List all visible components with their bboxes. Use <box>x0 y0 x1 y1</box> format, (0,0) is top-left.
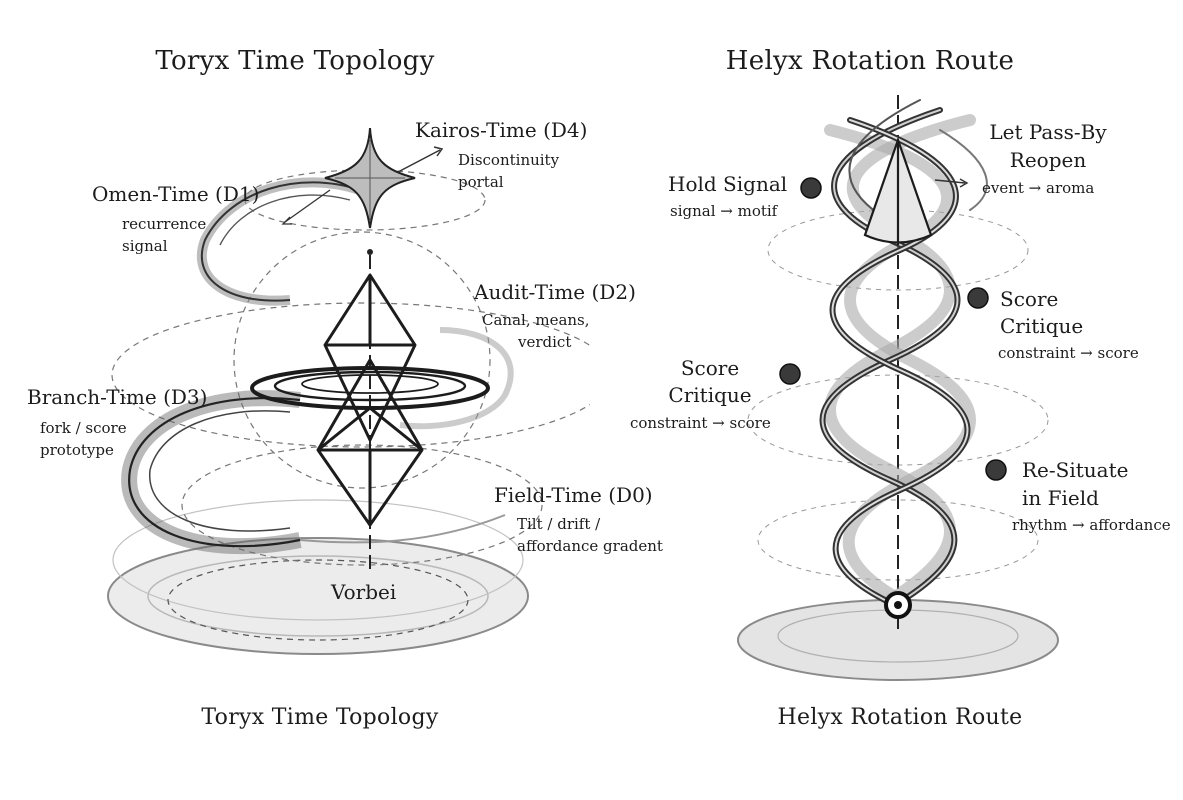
score-left-desc: constraint → score <box>630 413 771 434</box>
field-desc-1: Tilt / drift / <box>517 514 600 535</box>
let-pass-line-2: Reopen <box>978 148 1118 172</box>
resituate-desc: rhythm → affordance <box>1012 515 1171 536</box>
branch-desc-2: prototype <box>40 440 114 461</box>
omen-desc-2: signal <box>122 236 168 257</box>
score-right-line-1: Score <box>1000 287 1058 311</box>
helyx-title-top: Helyx Rotation Route <box>710 46 1030 76</box>
kairos-arrow <box>398 150 440 172</box>
hold-signal-desc: signal → motif <box>670 201 777 222</box>
score-left-line-1: Score <box>650 356 770 380</box>
branch-label: Branch-Time (D3) <box>27 385 207 409</box>
score-right-desc: constraint → score <box>998 343 1139 364</box>
helyx-title-bottom: Helyx Rotation Route <box>740 705 1060 730</box>
audit-desc-1: Canal, means, <box>482 310 590 331</box>
omen-desc-1: recurrence <box>122 214 206 235</box>
score-right-line-2: Critique <box>1000 314 1083 338</box>
branch-desc-1: fork / score <box>40 418 127 439</box>
kairos-desc-1: Discontinuity <box>458 150 559 171</box>
let-pass-line-1: Let Pass-By <box>978 120 1118 144</box>
vorbei-label: Vorbei <box>331 580 396 604</box>
let-pass-desc: event → aroma <box>982 178 1094 199</box>
helyx-panel: Helyx Rotation Route Let Pass-By Reopen … <box>590 0 1183 800</box>
resituate-line-2: in Field <box>1022 486 1099 510</box>
score-left-line-2: Critique <box>650 383 770 407</box>
kairos-label: Kairos-Time (D4) <box>415 118 587 142</box>
hold-signal-label: Hold Signal <box>668 172 787 196</box>
base-ring-node <box>886 593 910 617</box>
branch-swirl <box>129 398 505 546</box>
audit-desc-2: verdict <box>518 332 571 353</box>
kairos-star <box>325 128 415 228</box>
toryx-title-bottom: Toryx Time Topology <box>160 705 480 730</box>
ground-base <box>108 500 528 654</box>
resituate-line-1: Re-Situate <box>1022 458 1128 482</box>
toryx-title-top: Toryx Time Topology <box>135 46 455 76</box>
toryx-panel: Toryx Time Topology Kairos-Time (D4) Dis… <box>0 0 590 800</box>
axis-dot <box>367 249 373 255</box>
kairos-desc-2: portal <box>458 172 504 193</box>
omen-label: Omen-Time (D1) <box>92 182 259 206</box>
